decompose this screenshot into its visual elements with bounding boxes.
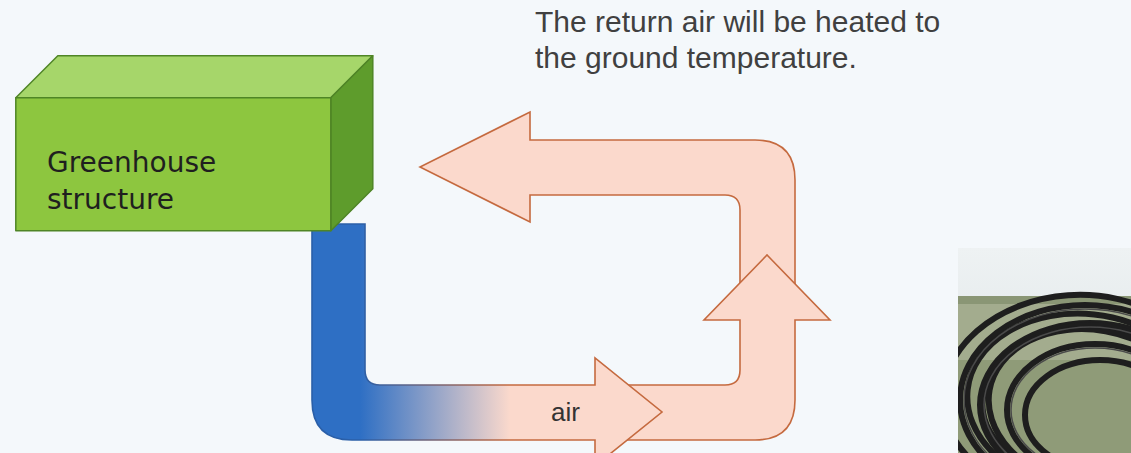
note-text: The return air will be heated to the gro…	[535, 4, 965, 76]
outgoing-air-arrow	[312, 224, 662, 453]
greenhouse-box: Greenhouse structure	[15, 97, 330, 230]
return-air-arrow	[420, 112, 795, 300]
greenhouse-face	[331, 56, 373, 231]
node-title: Greenhouse structure	[47, 145, 257, 218]
coiled-pipe-photo	[958, 248, 1131, 453]
flow-label: air	[551, 397, 580, 427]
greenhouse-face	[16, 98, 331, 231]
greenhouse-face	[16, 56, 373, 98]
